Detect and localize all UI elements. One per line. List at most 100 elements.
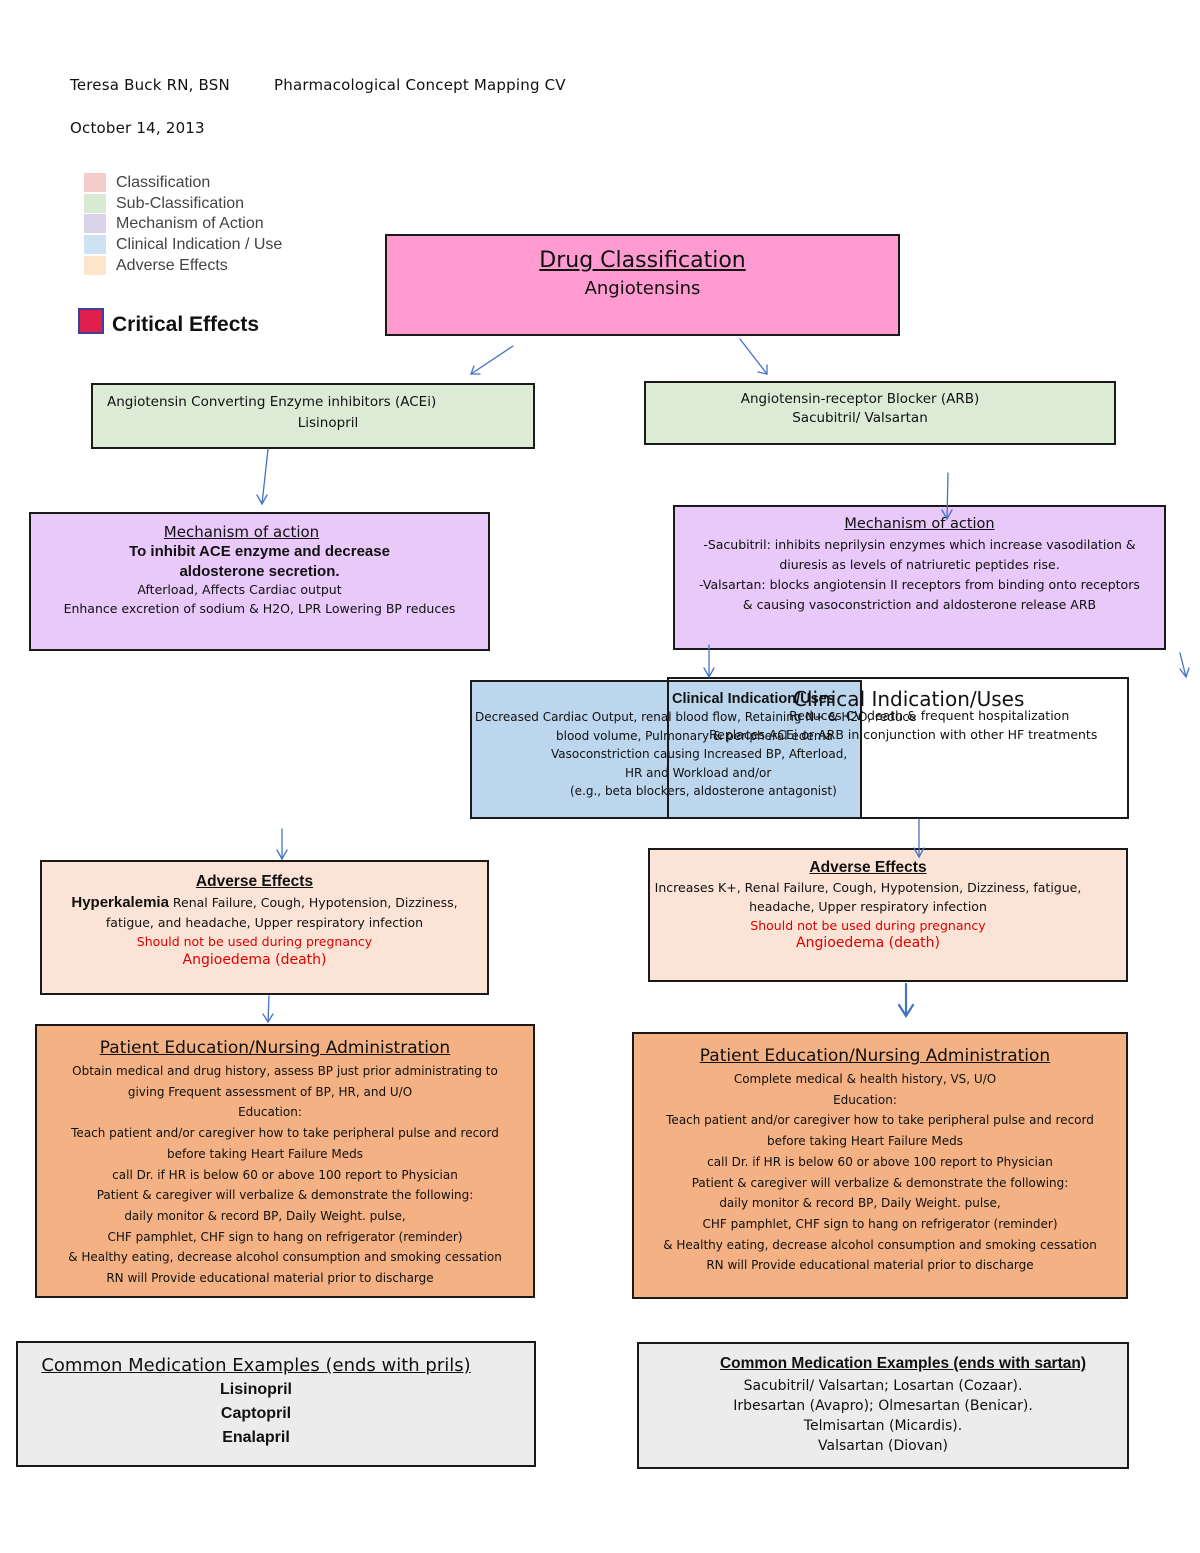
- ace-examples-box: Common Medication Examples (ends with pr…: [16, 1341, 536, 1467]
- ace-education-line: giving Frequent assessment of BP, HR, an…: [127, 1084, 413, 1099]
- arb-mechanism-line-2: diuresis as levels of natriuretic peptid…: [779, 557, 1060, 572]
- ace-education-line: Teach patient and/or caregiver how to ta…: [71, 1126, 499, 1141]
- arrow-ace-subclass-to-mechanism: [256, 448, 269, 506]
- ace-education-line: call Dr. if HR is below 60 or above 100 …: [112, 1167, 458, 1182]
- ace-clinical-line-1: Decreased Cardiac Output, renal blood fl…: [475, 710, 917, 724]
- classification-title: Drug Classification: [539, 248, 746, 273]
- arb-clinical-box: Clinical Indication/Uses Reduces CV deat…: [667, 677, 1129, 819]
- ace-mechanism-main-1: To inhibit ACE enzyme and decrease: [129, 543, 390, 560]
- arb-mechanism-line-4: & causing vasoconstriction and aldostero…: [742, 597, 1097, 612]
- arrow-classification-to-ace: [470, 345, 514, 375]
- arb-angioedema-critical: Angioedema (death): [796, 935, 940, 951]
- ace-education-list: Obtain medical and drug history, assess …: [37, 1061, 533, 1289]
- ace-education-line: & Healthy eating, decrease alcohol consu…: [68, 1250, 502, 1265]
- legend-label: Clinical Indication / Use: [116, 236, 283, 253]
- arb-clinical-line-2: Replaces ACEi or ARB in conjunction with…: [709, 727, 1098, 742]
- ace-subclass-name: Angiotensin Converting Enzyme inhibitors…: [107, 394, 437, 410]
- legend-label: Adverse Effects: [116, 257, 228, 274]
- ace-mechanism-line-3: Afterload, Affects Cardiac output: [137, 582, 342, 597]
- legend-swatch: [84, 194, 106, 213]
- ace-clinical-line-3: Vasoconstriction causing Increased BP, A…: [551, 747, 848, 761]
- ace-mechanism-title: Mechanism of action: [163, 523, 320, 541]
- ace-clinical-line-5: (e.g., beta blockers, aldosterone antago…: [570, 784, 837, 798]
- arb-clinical-title: Clinical Indication/Uses: [793, 687, 1025, 711]
- arrow-ace-adverse-to-education: [262, 995, 274, 1024]
- arb-examples-title: Common Medication Examples (ends with sa…: [719, 1355, 1087, 1372]
- ace-education-title: Patient Education/Nursing Administration: [99, 1038, 451, 1058]
- arb-example-item: Sacubitril/ Valsartan; Losartan (Cozaar)…: [743, 1378, 1023, 1394]
- ace-clinical-box: Clinical Indication/Uses Decreased Cardi…: [470, 680, 917, 819]
- arrow-to-ace-adverse: [276, 828, 288, 861]
- legend-label: Classification: [116, 174, 211, 191]
- arb-clinical-line-1: Reduces CV death & frequent hospitalizat…: [789, 708, 1070, 723]
- legend-swatch: [84, 173, 106, 192]
- ace-pregnancy-warning: Should not be used during pregnancy: [136, 934, 373, 949]
- arb-mechanism-box: Mechanism of action -Sacubitril: inhibit…: [673, 505, 1166, 650]
- ace-adverse-box: Adverse Effects Hyperkalemia Renal Failu…: [40, 860, 489, 995]
- arrow-arb-adverse-to-education: [897, 982, 915, 1019]
- arb-mechanism-line-3: -Valsartan: blocks angiotensin II recept…: [699, 577, 1140, 592]
- ace-clinical-line-2: blood volume, Pulmonary & peripheral ede…: [556, 729, 833, 743]
- ace-education-line: RN will Provide educational material pri…: [106, 1271, 434, 1286]
- arb-mechanism-title: Mechanism of action: [844, 516, 995, 532]
- ace-education-line: CHF pamphlet, CHF sign to hang on refrig…: [107, 1229, 463, 1244]
- arb-education-title: Patient Education/Nursing Administration: [699, 1046, 1051, 1066]
- arb-education-line: Teach patient and/or caregiver how to ta…: [666, 1113, 1094, 1128]
- arb-education-line: CHF pamphlet, CHF sign to hang on refrig…: [702, 1216, 1058, 1231]
- ace-examples-title: Common Medication Examples (ends with pr…: [41, 1355, 471, 1376]
- arb-subclass-drug: Sacubitril/ Valsartan: [792, 410, 928, 426]
- legend-label: Mechanism of Action: [116, 215, 264, 232]
- author-name: Teresa Buck RN, BSN: [70, 76, 230, 94]
- arb-adverse-title: Adverse Effects: [809, 859, 927, 876]
- arb-education-line: before taking Heart Failure Meds: [767, 1134, 963, 1149]
- legend-swatch: [84, 256, 106, 275]
- ace-education-box: Patient Education/Nursing Administration…: [35, 1024, 535, 1298]
- arb-subclass-name: Angiotensin-receptor Blocker (ARB): [740, 391, 980, 407]
- arrow-arb-clinical-to-adverse: [913, 818, 925, 859]
- ace-adverse-line-1: Hyperkalemia Renal Failure, Cough, Hypot…: [42, 894, 487, 911]
- arb-example-item: Telmisartan (Micardis).: [803, 1418, 963, 1434]
- document-date: October 14, 2013: [70, 119, 205, 137]
- arb-education-line: RN will Provide educational material pri…: [706, 1258, 1034, 1273]
- arrow-classification-to-arb: [739, 338, 768, 375]
- ace-education-line: Education:: [238, 1105, 302, 1120]
- ace-education-line: Obtain medical and drug history, assess …: [72, 1064, 498, 1078]
- legend-swatch: [84, 214, 106, 233]
- arb-education-line: Patient & caregiver will verbalize & dem…: [691, 1175, 1069, 1190]
- critical-effects-label: Critical Effects: [112, 313, 260, 336]
- critical-swatch: [78, 308, 104, 334]
- arb-mechanism-line-1: -Sacubitril: inhibits neprilysin enzymes…: [703, 537, 1136, 552]
- arb-example-item: Valsartan (Diovan): [818, 1438, 948, 1454]
- arrow-arb-mechanism-to-clinical: [703, 644, 715, 679]
- ace-mechanism-line-4: Enhance excretion of sodium & H2O, LPR L…: [63, 601, 456, 616]
- ace-example-item: Enalapril: [222, 1429, 290, 1446]
- arb-adverse-line-2: headache, Upper respiratory infection: [749, 899, 987, 914]
- ace-adverse-line-1-rest: Renal Failure, Cough, Hypotension, Dizzi…: [168, 895, 458, 910]
- arb-pregnancy-warning: Should not be used during pregnancy: [750, 918, 986, 933]
- hyperkalemia-label: Hyperkalemia: [71, 894, 169, 911]
- ace-education-line: Patient & caregiver will verbalize & dem…: [96, 1188, 474, 1203]
- legend-swatch: [84, 235, 106, 254]
- ace-adverse-line-2: fatigue, and headache, Upper respiratory…: [105, 915, 424, 930]
- ace-clinical-line-4: HR and Workload and/or: [625, 766, 772, 780]
- arb-examples-box: Common Medication Examples (ends with sa…: [637, 1342, 1129, 1469]
- arb-education-list: Complete medical & health history, VS, U…: [634, 1069, 1126, 1276]
- arb-education-line: Complete medical & health history, VS, U…: [733, 1072, 997, 1086]
- ace-example-item: Lisinopril: [220, 1381, 292, 1398]
- arrow-arb-subclass-to-mechanism: [941, 472, 953, 521]
- arrow-stray-right: [1179, 652, 1190, 679]
- ace-adverse-title: Adverse Effects: [195, 873, 314, 890]
- ace-clinical-title: Clinical Indication/Uses: [672, 691, 835, 707]
- classification-subtitle: Angiotensins: [584, 278, 701, 299]
- ace-mechanism-main-2: aldosterone secretion.: [179, 563, 340, 580]
- ace-angioedema-critical: Angioedema (death): [182, 952, 327, 968]
- arb-education-line: call Dr. if HR is below 60 or above 100 …: [707, 1154, 1053, 1169]
- ace-inhibitors-box: Angiotensin Converting Enzyme inhibitors…: [91, 383, 535, 449]
- ace-education-line: daily monitor & record BP, Daily Weight.…: [124, 1208, 406, 1223]
- arb-education-line: & Healthy eating, decrease alcohol consu…: [663, 1237, 1097, 1252]
- arb-example-item: Irbesartan (Avapro); Olmesartan (Benicar…: [733, 1398, 1033, 1414]
- ace-subclass-drug: Lisinopril: [297, 415, 359, 431]
- arb-box: Angiotensin-receptor Blocker (ARB) Sacub…: [644, 381, 1116, 445]
- arb-adverse-box: Adverse Effects Increases K+, Renal Fail…: [648, 848, 1128, 982]
